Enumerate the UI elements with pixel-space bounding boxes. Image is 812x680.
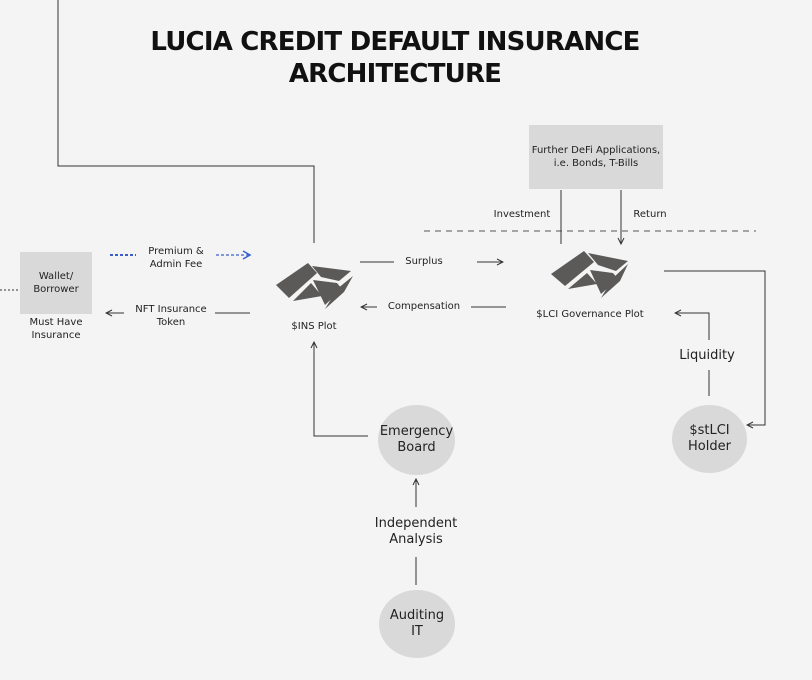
auditing-it-node: Auditing IT [379, 590, 455, 658]
emergency-line-1: Emergency [379, 424, 454, 439]
lci-plot-label: $LCI Governance Plot [536, 309, 644, 320]
auditing-line-1: Auditing [389, 608, 445, 623]
wallet-caption-line-2: Insurance [31, 330, 81, 341]
compensation-label: Compensation [387, 301, 461, 312]
stlci-holder-node: $stLCI Holder [672, 405, 747, 473]
page-title: LUCIA CREDIT DEFAULT INSURANCE ARCHITECT… [145, 26, 645, 90]
wallet-line-1: Wallet/ [38, 271, 74, 282]
premium-line-2: Admin Fee [149, 259, 203, 270]
title-line-2: ARCHITECTURE [288, 59, 502, 89]
emergency-to-ins-connector [314, 342, 368, 437]
premium-line-1: Premium & [148, 246, 204, 257]
defi-line-2: i.e. Bonds, T-Bills [553, 158, 639, 169]
nft-insurance-label: NFT Insurance Token [128, 303, 214, 329]
stlci-line-1: $stLCI [689, 423, 730, 438]
stlci-line-2: Holder [688, 439, 731, 454]
nft-line-1: NFT Insurance [135, 304, 207, 315]
independent-line-2: Analysis [389, 532, 443, 547]
emergency-line-2: Board [397, 440, 436, 455]
independent-analysis-label: Independent Analysis [366, 516, 466, 548]
return-label: Return [633, 209, 667, 220]
ins-plot-graphic [276, 263, 353, 309]
auditing-line-2: IT [411, 624, 423, 639]
liquidity-connector-upper [675, 313, 710, 340]
defi-line-1: Further DeFi Applications, [531, 145, 661, 156]
wallet-caption: Must Have Insurance [16, 316, 96, 342]
ins-plot-label: $INS Plot [291, 321, 337, 332]
surplus-label: Surplus [405, 256, 443, 267]
emergency-board-node: Emergency Board [378, 405, 455, 475]
wallet-line-2: Borrower [33, 284, 79, 295]
liquidity-label: Liquidity [679, 348, 735, 363]
lci-to-holder-connector [664, 270, 766, 425]
wallet-caption-line-1: Must Have [29, 317, 83, 328]
wallet-borrower-box: Wallet/ Borrower [20, 252, 92, 314]
defi-applications-box: Further DeFi Applications, i.e. Bonds, T… [529, 125, 663, 189]
lci-plot-graphic [551, 251, 628, 298]
nft-line-2: Token [156, 317, 186, 328]
outer-top-connector [57, 0, 315, 243]
premium-label: Premium & Admin Fee [136, 245, 216, 271]
investment-label: Investment [493, 209, 551, 220]
title-line-1: LUCIA CREDIT DEFAULT INSURANCE [150, 27, 640, 57]
independent-line-1: Independent [374, 516, 458, 531]
